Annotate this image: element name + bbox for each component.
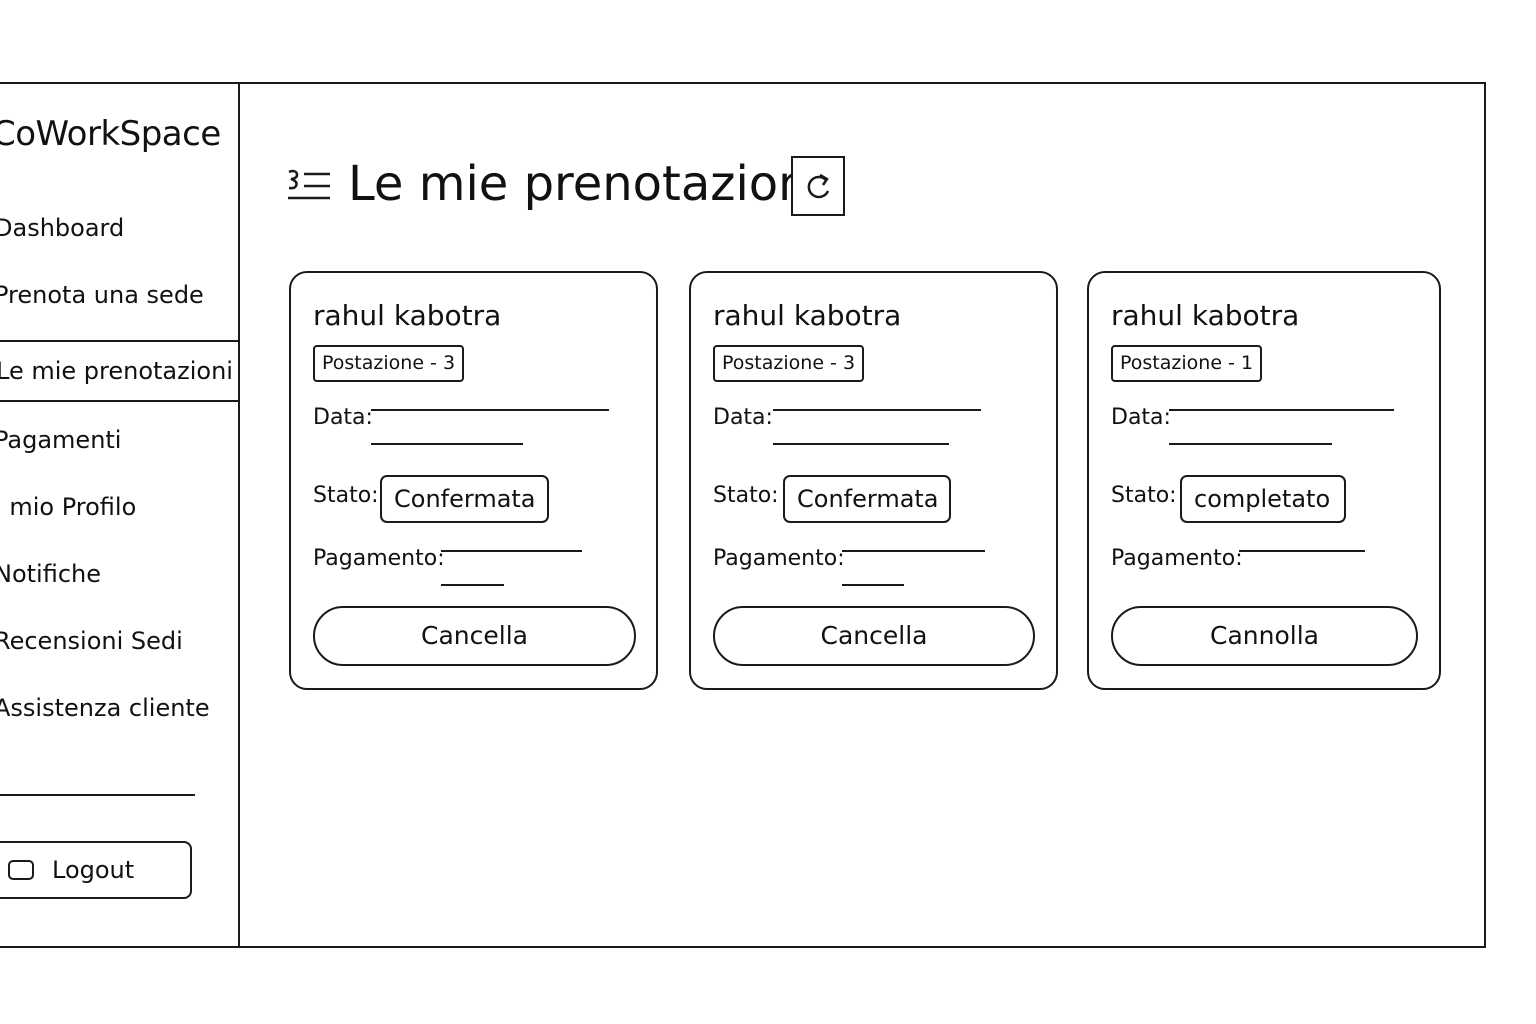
payment-value-line xyxy=(441,550,582,552)
booking-name: rahul kabotra xyxy=(1111,299,1300,332)
seat-badge: Postazione - 1 xyxy=(1111,345,1263,382)
logout-button[interactable]: Logout xyxy=(0,841,192,899)
date-value-line xyxy=(1169,409,1394,411)
payment-value-line xyxy=(1239,550,1365,552)
refresh-button[interactable] xyxy=(791,156,845,216)
payment-label: Pagamento: xyxy=(713,546,845,571)
sidebar-item-recensioni-sedi[interactable]: Recensioni Sedi xyxy=(0,627,183,655)
sidebar: CoWorkSpace Dashboard Prenota una sede L… xyxy=(0,84,240,946)
booking-card: rahul kabotra Postazione - 1 Data: Stato… xyxy=(1087,271,1441,690)
cancel-button[interactable]: Cannolla xyxy=(1111,606,1418,666)
refresh-icon xyxy=(807,173,830,199)
cancel-button[interactable]: Cancella xyxy=(313,606,636,666)
logout-label: Logout xyxy=(52,856,135,884)
booking-name: rahul kabotra xyxy=(713,299,902,332)
sidebar-item-profilo[interactable]: Il mio Profilo xyxy=(0,493,137,521)
payment-value-line xyxy=(441,584,504,586)
page-title: Le mie prenotazioni xyxy=(348,156,822,212)
cancel-button[interactable]: Cancella xyxy=(713,606,1035,666)
date-value-line xyxy=(371,443,523,445)
booking-card: rahul kabotra Postazione - 3 Data: Stato… xyxy=(289,271,658,690)
date-value-line xyxy=(773,409,981,411)
status-badge: Confermata xyxy=(380,475,549,523)
date-label: Data: xyxy=(713,405,773,430)
sidebar-item-prenota-una-sede[interactable]: Prenota una sede xyxy=(0,281,204,309)
booking-name: rahul kabotra xyxy=(313,299,502,332)
date-label: Data: xyxy=(313,405,373,430)
status-badge: Confermata xyxy=(783,475,951,523)
sidebar-item-pagamenti[interactable]: Pagamenti xyxy=(0,426,122,454)
status-label: Stato: xyxy=(313,483,379,508)
date-value-line xyxy=(773,443,949,445)
payment-value-line xyxy=(842,550,985,552)
list-icon xyxy=(288,169,330,200)
sidebar-item-le-mie-prenotazioni[interactable]: Le mie prenotazioni xyxy=(0,340,238,402)
payment-label: Pagamento: xyxy=(1111,546,1243,571)
sidebar-item-assistenza-cliente[interactable]: Assistenza cliente xyxy=(0,694,210,722)
status-label: Stato: xyxy=(713,483,779,508)
status-label: Stato: xyxy=(1111,483,1177,508)
booking-card: rahul kabotra Postazione - 3 Data: Stato… xyxy=(689,271,1058,690)
date-value-line xyxy=(1169,443,1332,445)
status-badge: completato xyxy=(1180,475,1346,523)
main-content: Le mie prenotazioni rahul kabotra Postaz… xyxy=(240,84,1484,946)
app-frame: CoWorkSpace Dashboard Prenota una sede L… xyxy=(0,82,1486,948)
sidebar-item-notifiche[interactable]: Notifiche xyxy=(0,560,102,588)
sidebar-divider xyxy=(0,794,195,796)
date-label: Data: xyxy=(1111,405,1171,430)
brand-logo: CoWorkSpace xyxy=(0,114,221,154)
payment-value-line xyxy=(842,584,904,586)
seat-badge: Postazione - 3 xyxy=(313,345,465,382)
sidebar-item-dashboard[interactable]: Dashboard xyxy=(0,214,125,242)
logout-icon xyxy=(8,860,34,880)
seat-badge: Postazione - 3 xyxy=(713,345,865,382)
payment-label: Pagamento: xyxy=(313,546,445,571)
date-value-line xyxy=(371,409,609,411)
